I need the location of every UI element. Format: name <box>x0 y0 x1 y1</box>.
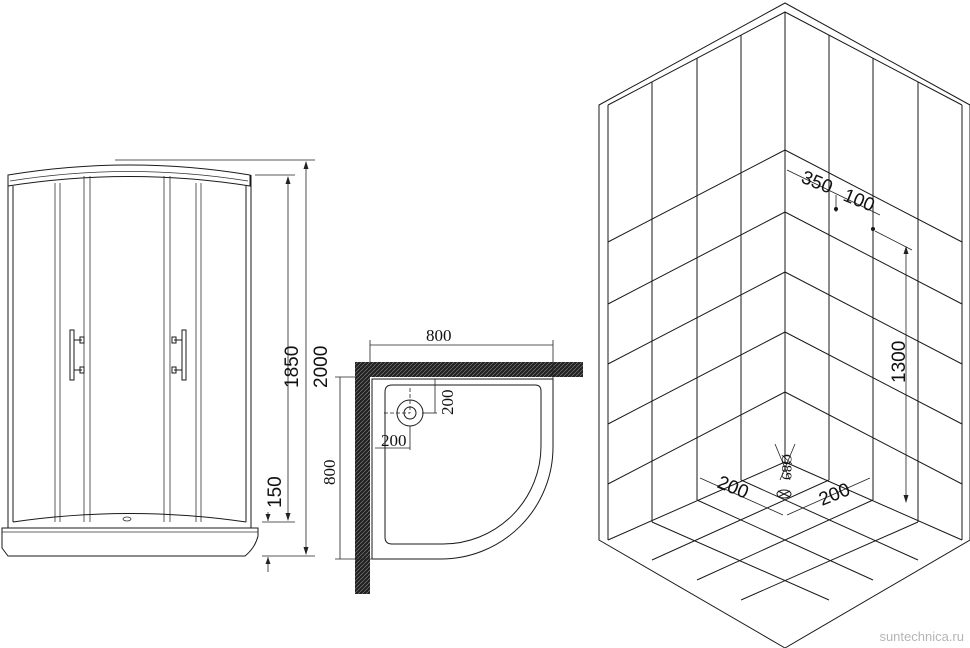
right-door-handle <box>171 329 187 381</box>
shower-tray <box>1 527 259 557</box>
dim-drain-right: 200 <box>816 479 853 510</box>
floor-drain <box>776 489 792 499</box>
left-door-handle <box>69 329 85 381</box>
back-wall <box>355 362 583 377</box>
plan-tray-outline <box>371 378 554 560</box>
side-wall <box>355 362 370 594</box>
dim-350: 350 <box>798 167 835 198</box>
watermark: suntechnica.ru <box>879 629 964 644</box>
front-view: 1850 2000 150 <box>1 159 332 572</box>
dim-1300: 1300 <box>889 341 910 383</box>
dim-100: 100 <box>840 185 877 216</box>
dim-plan-depth: 800 <box>320 460 339 486</box>
plan-view: 800 800 200 200 <box>320 326 583 594</box>
wall-view: 350 100 1300 Ø89 200 200 <box>598 2 970 648</box>
dim-drain-y: 200 <box>438 390 457 416</box>
dim-1850: 1850 <box>282 346 303 388</box>
dim-drain-x: 200 <box>381 431 407 450</box>
dim-drain-diameter: Ø89 <box>778 454 794 480</box>
dim-150: 150 <box>265 476 286 508</box>
dim-plan-width: 800 <box>426 326 452 345</box>
dim-2000: 2000 <box>311 346 332 388</box>
top-rail <box>7 164 251 187</box>
